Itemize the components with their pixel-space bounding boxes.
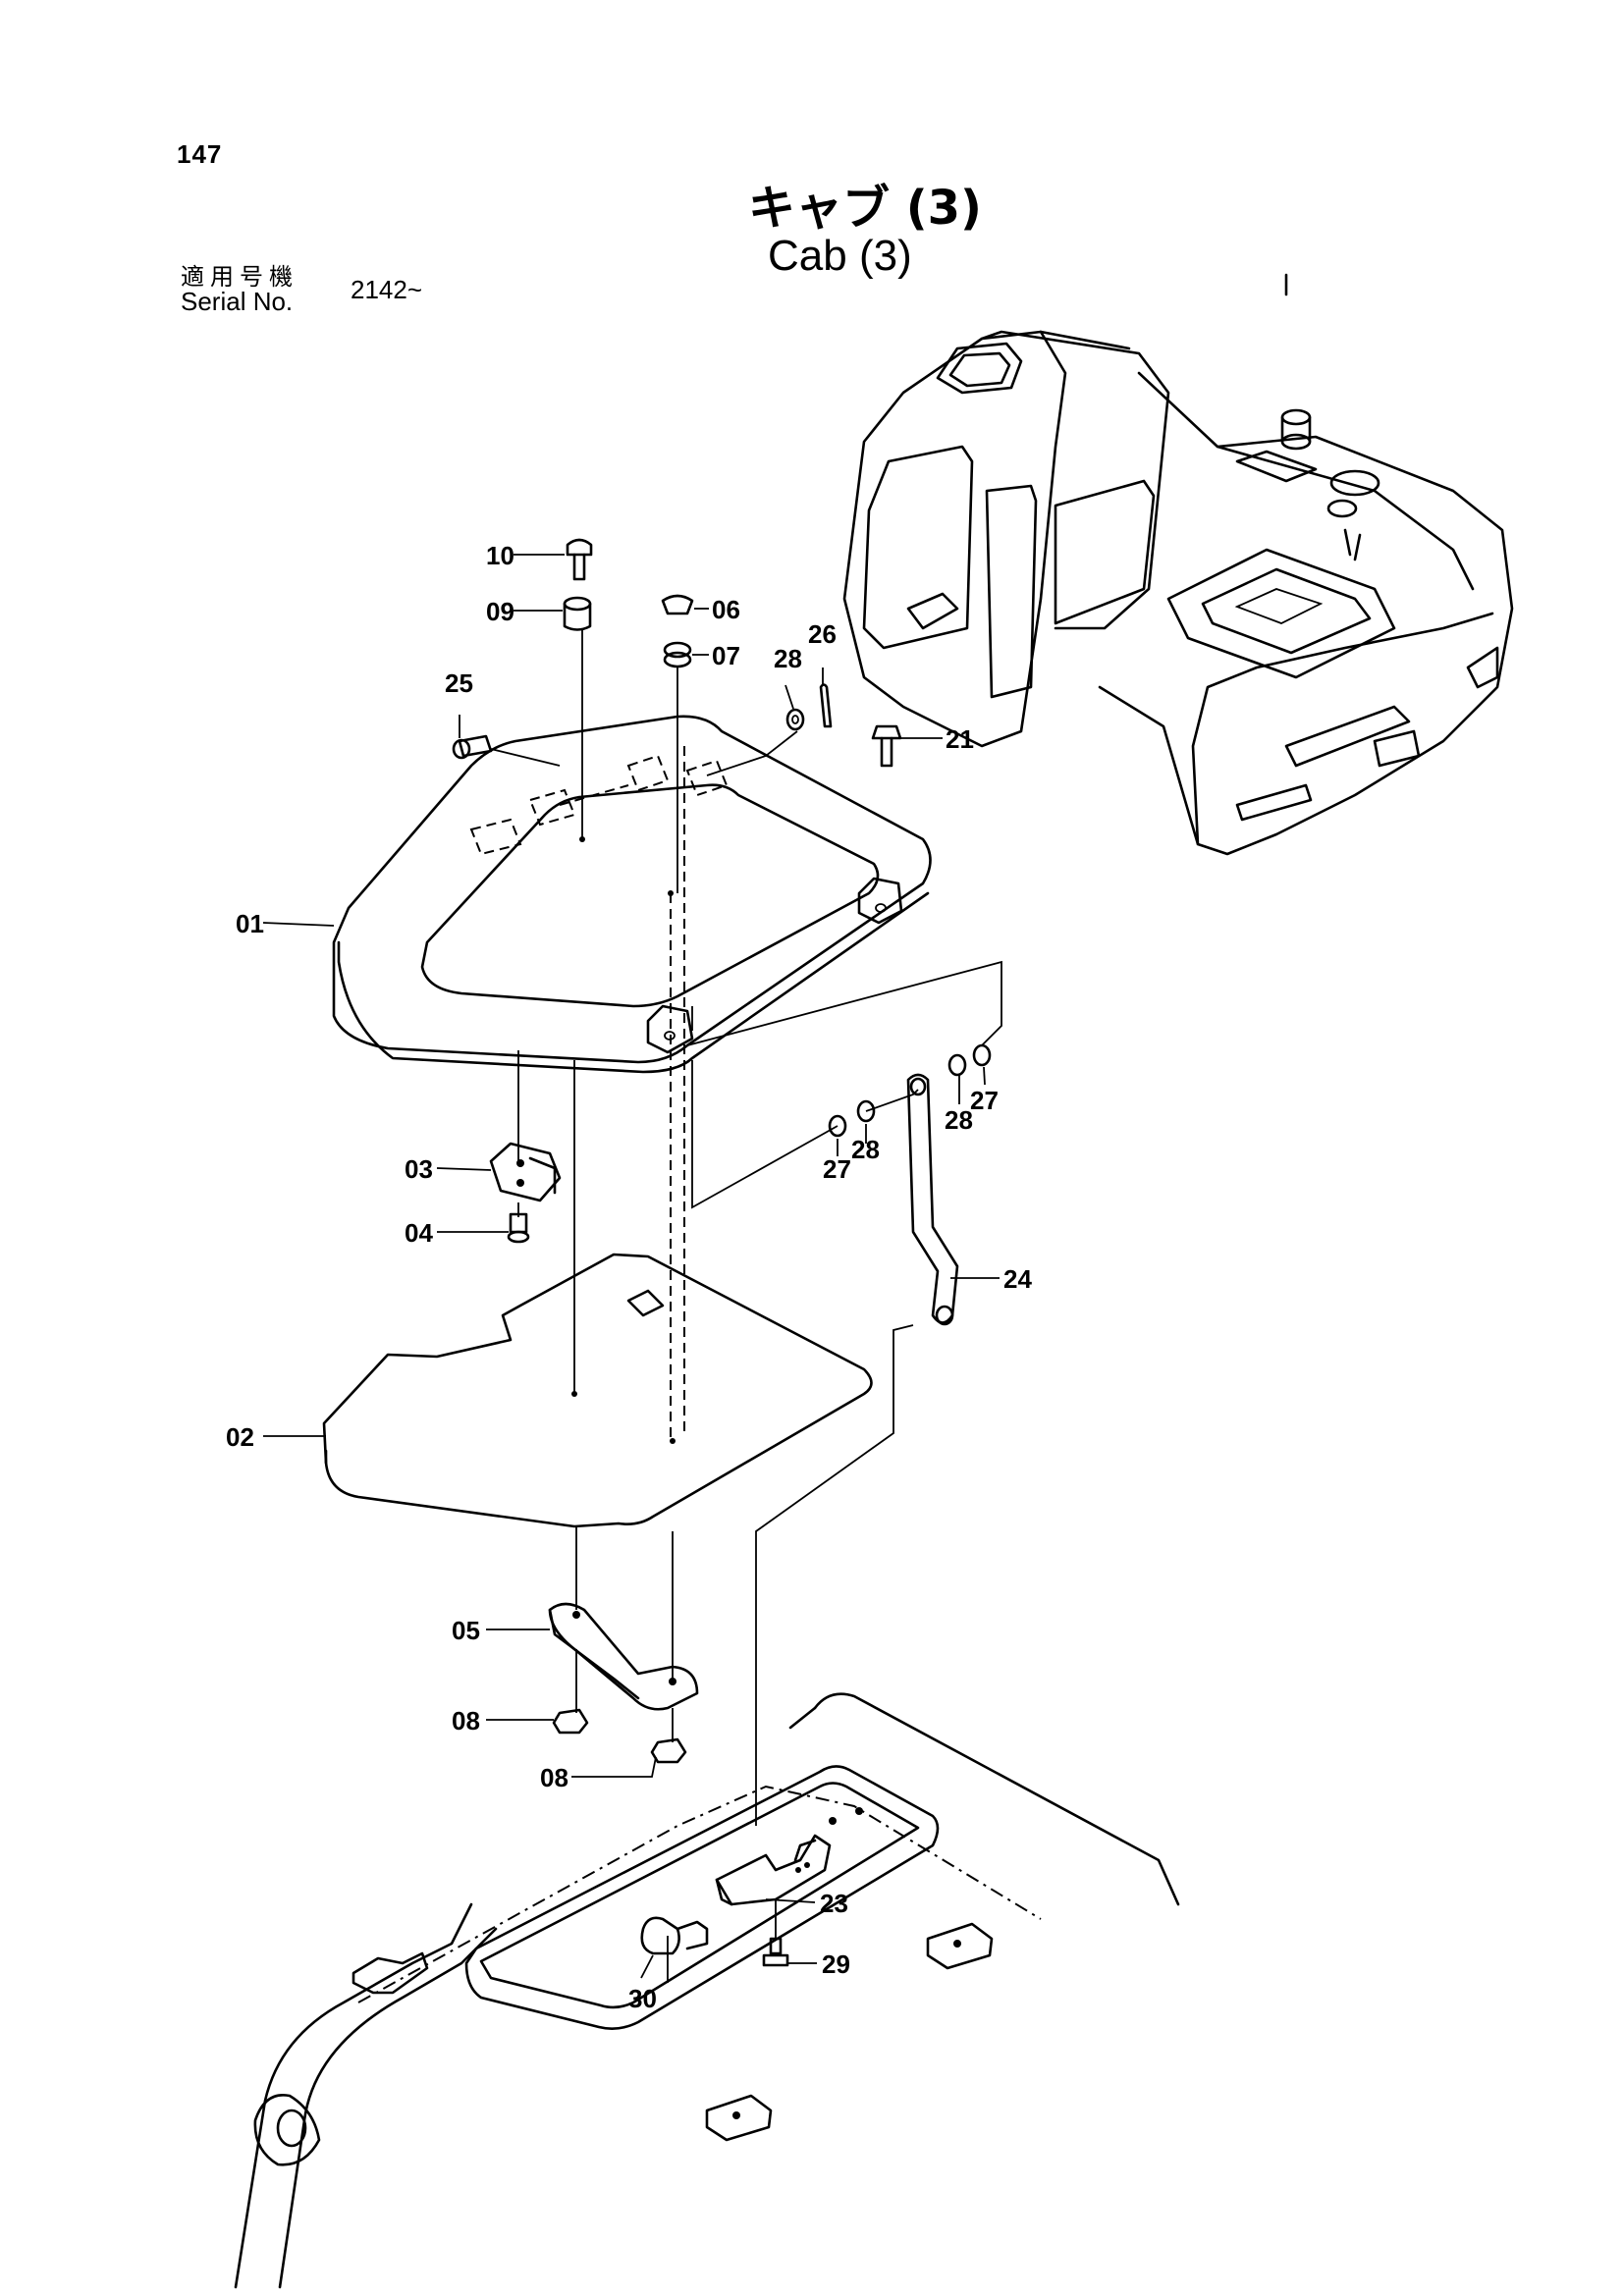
callout-08-left: 08 (452, 1706, 480, 1735)
callout-27-left: 27 (823, 1154, 851, 1184)
assembly-guide-lines (490, 628, 1002, 1826)
nut-08-left (552, 1708, 589, 1735)
bracket-03 (489, 1142, 562, 1202)
callout-27-right: 27 (970, 1086, 999, 1115)
callout-04: 04 (405, 1218, 433, 1248)
callout-23: 23 (820, 1889, 848, 1918)
title-japanese: キャブ (3) (748, 181, 982, 236)
callout-24: 24 (1003, 1264, 1032, 1294)
bolt-04 (507, 1212, 530, 1244)
callout-02: 02 (226, 1422, 254, 1452)
page-number: 147 (177, 139, 223, 169)
grab-handle (548, 1602, 699, 1711)
washer-27-upper (972, 1043, 992, 1067)
callout-labels: 10 09 06 07 28 26 25 21 01 28 27 27 28 0… (226, 541, 1032, 2013)
serial-value: 2142~ (351, 275, 423, 304)
split-pin-26 (819, 683, 833, 728)
stay-rod (906, 1073, 959, 1326)
callout-07: 07 (712, 641, 740, 670)
callout-01: 01 (236, 909, 264, 938)
serial-label-japanese: 適用号機 (181, 263, 298, 291)
callout-28-left: 28 (851, 1135, 880, 1164)
floor-mat (322, 1253, 873, 1528)
callout-06: 06 (712, 595, 740, 624)
grommet-07 (663, 641, 692, 668)
spacer-09 (563, 596, 592, 631)
callout-21: 21 (946, 724, 974, 754)
callout-05: 05 (452, 1616, 480, 1645)
callout-08-right: 08 (540, 1763, 568, 1792)
hatch-cover (332, 715, 932, 1074)
cap-06 (661, 594, 694, 615)
nut-08-right (650, 1737, 687, 1764)
pin-25 (452, 734, 493, 760)
bolt-10 (566, 538, 593, 581)
callout-28-top: 28 (774, 644, 802, 673)
callout-09: 09 (486, 597, 514, 626)
callout-26: 26 (808, 619, 837, 649)
title-english: Cab (3) (768, 232, 912, 280)
serial-label-english: Serial No. (181, 287, 294, 316)
callout-28-right: 28 (945, 1105, 973, 1135)
callout-03: 03 (405, 1154, 433, 1184)
callout-29: 29 (822, 1949, 850, 1979)
bolt-21 (871, 724, 902, 768)
washer-28-top (785, 708, 805, 731)
callout-10: 10 (486, 541, 514, 570)
washer-27-lower (828, 1114, 847, 1138)
callout-25: 25 (445, 668, 473, 698)
callout-30: 30 (628, 1984, 657, 2013)
washer-28-upper (947, 1053, 967, 1077)
excavator-overview (842, 273, 1514, 856)
cab-frame-lower (234, 1692, 1180, 2289)
washer-28-lower (856, 1099, 876, 1123)
leader-lines (262, 554, 1000, 1979)
